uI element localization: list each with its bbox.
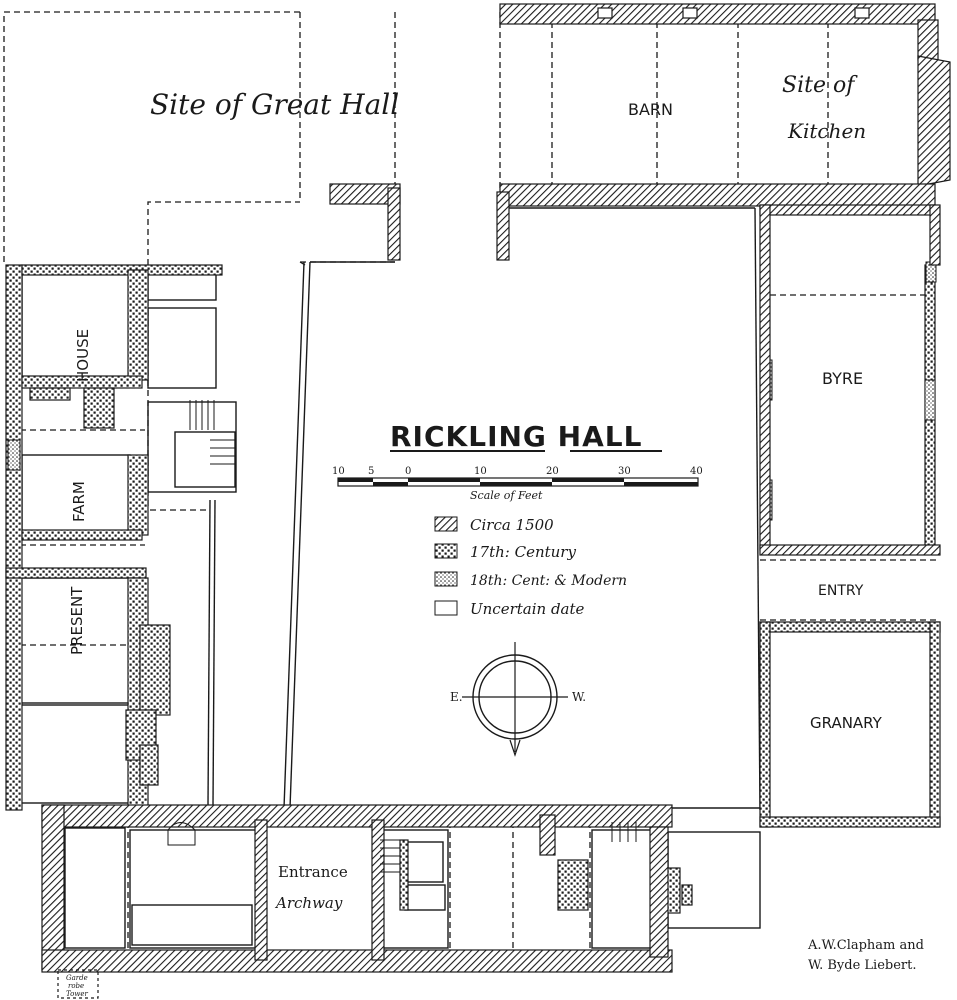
label-kitchen-1: Site of	[782, 73, 858, 98]
scale-tick-1: 5	[368, 466, 374, 477]
label-granary: GRANARY	[810, 714, 883, 732]
legend-label-1: Circa 1500	[470, 516, 554, 534]
label-byre: BYRE	[822, 369, 863, 388]
legend: Circa 1500 17th: Century 18th: Cent: & M…	[434, 516, 627, 618]
compass	[462, 642, 568, 757]
legend-label-4: Uncertain date	[470, 600, 585, 618]
legend-swatch-dots	[434, 571, 458, 587]
garderobe-tower	[57, 969, 99, 999]
walls-circa-1500	[41, 3, 951, 973]
label-kitchen-2: Kitchen	[787, 119, 866, 143]
label-garderobe-3: Tower	[66, 990, 88, 998]
scale-tick-5: 30	[618, 466, 631, 477]
legend-swatch-hatch	[434, 516, 458, 532]
label-garderobe-1: Garde	[66, 974, 88, 982]
label-entry: ENTRY	[818, 583, 864, 599]
compass-east: E.	[450, 690, 463, 704]
scale-bar: 10 5 0 10 20 30 40 Scale of Feet	[332, 466, 703, 502]
scale-tick-6: 40	[690, 466, 703, 477]
label-house: HOUSE	[74, 329, 92, 382]
label-barn: BARN	[628, 100, 673, 119]
legend-swatch-plain	[434, 600, 458, 616]
scale-label: Scale of Feet	[470, 489, 543, 502]
plan-title: RICKLING HALL	[390, 420, 642, 453]
label-present: PRESENT	[68, 586, 86, 655]
scale-tick-2: 0	[405, 466, 411, 477]
compass-west: W.	[572, 690, 586, 704]
legend-label-3: 18th: Cent: & Modern	[470, 573, 627, 589]
scale-tick-3: 10	[474, 466, 487, 477]
label-farm: FARM	[70, 481, 88, 522]
scale-tick-0: 10	[332, 466, 345, 477]
credit-line-1: A.W.Clapham and	[807, 938, 924, 953]
room-labels: Site of Great Hall BARN Site of Kitchen …	[66, 73, 883, 998]
label-great-hall: Site of Great Hall	[150, 88, 399, 121]
stairs	[167, 400, 637, 873]
legend-label-2: 17th: Century	[470, 543, 576, 561]
label-archway-1: Entrance	[278, 863, 348, 881]
credit-line-2: W. Byde Liebert.	[808, 958, 916, 973]
label-archway-2: Archway	[274, 894, 343, 912]
label-garderobe-2: robe	[68, 982, 84, 990]
scale-tick-4: 20	[546, 466, 559, 477]
legend-swatch-brick	[434, 543, 458, 559]
